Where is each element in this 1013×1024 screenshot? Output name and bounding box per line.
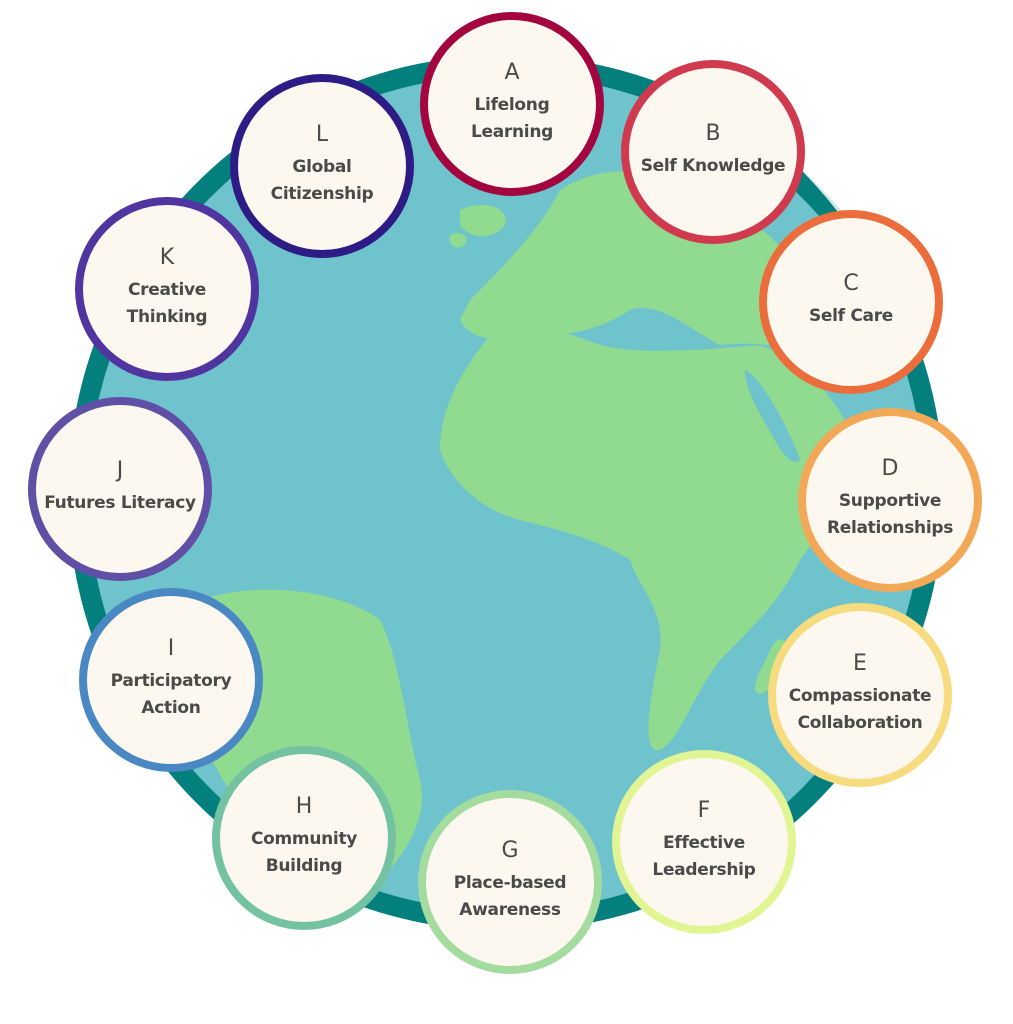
competency-node-k: K Creative Thinking <box>75 197 259 381</box>
competency-node-b: B Self Knowledge <box>621 60 805 244</box>
node-letter: B <box>705 121 721 147</box>
node-label: Self Care <box>808 306 894 327</box>
node-label: Lifelong Learning <box>470 94 554 142</box>
competency-node-g: G Place-based Awareness <box>418 790 602 974</box>
competency-node-f: F Effective Leadership <box>612 750 796 934</box>
node-label: Participatory Action <box>110 670 232 718</box>
node-letter: G <box>501 837 519 863</box>
land-british-isles <box>460 205 506 237</box>
node-letter: F <box>697 797 711 823</box>
competency-node-e: E Compassionate Collaboration <box>768 603 952 787</box>
competency-node-a: A Lifelong Learning <box>420 12 604 196</box>
node-label: Place-based Awareness <box>453 872 567 920</box>
node-label: Compassionate Collaboration <box>788 685 932 733</box>
node-label: Creative Thinking <box>126 279 208 327</box>
node-letter: J <box>116 458 124 484</box>
node-label: Futures Literacy <box>44 493 196 514</box>
node-letter: K <box>159 244 175 270</box>
node-letter: A <box>504 59 520 85</box>
node-label: Supportive Relationships <box>826 490 954 538</box>
land-africa <box>440 325 852 751</box>
node-letter: D <box>881 455 899 481</box>
node-letter: L <box>315 121 329 147</box>
node-label: Self Knowledge <box>640 156 786 177</box>
node-letter: I <box>167 635 175 661</box>
sea-red-sea <box>745 370 800 462</box>
competency-node-c: C Self Care <box>759 210 943 394</box>
land-islands <box>449 233 467 248</box>
node-letter: E <box>853 650 867 676</box>
node-label: Effective Leadership <box>652 832 756 880</box>
node-letter: H <box>295 793 313 819</box>
node-letter: C <box>843 271 859 297</box>
node-label: Community Building <box>250 828 358 876</box>
node-label: Global Citizenship <box>270 156 374 204</box>
competency-node-i: I Participatory Action <box>79 588 263 772</box>
competency-node-d: D Supportive Relationships <box>798 408 982 592</box>
competency-node-l: L Global Citizenship <box>230 74 414 258</box>
competency-node-j: J Futures Literacy <box>28 397 212 581</box>
competency-node-h: H Community Building <box>212 746 396 930</box>
